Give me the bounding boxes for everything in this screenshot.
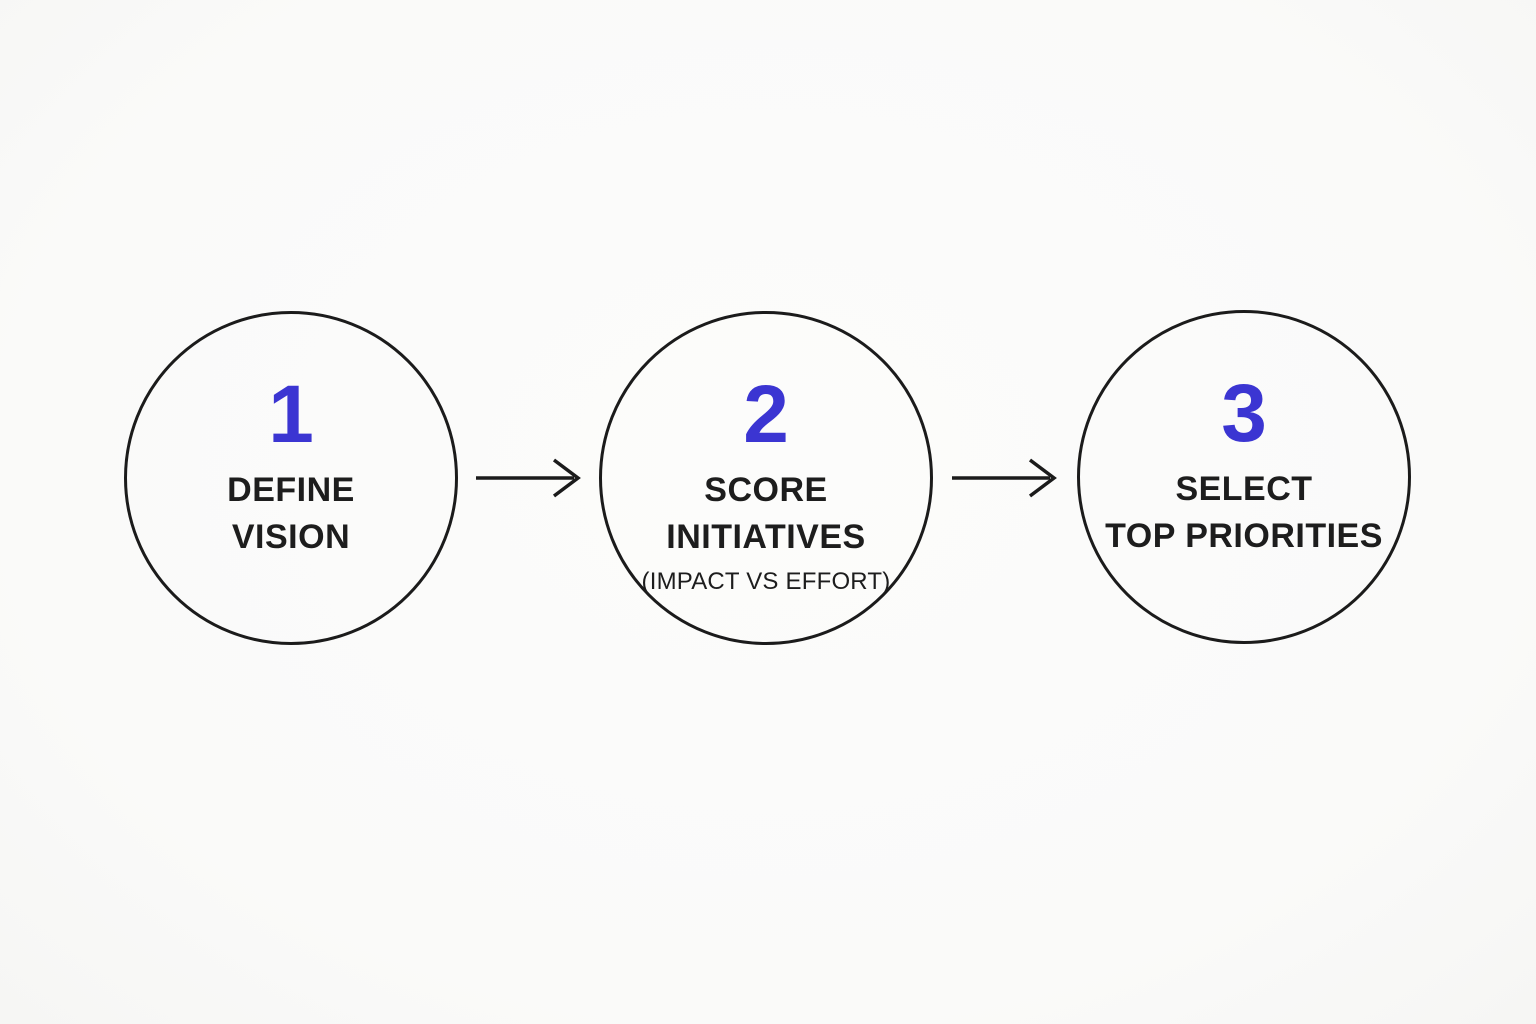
- step-3-label-line-2: TOP PRIORITIES: [1105, 516, 1383, 555]
- step-3-label: SELECT TOP PRIORITIES: [1056, 466, 1432, 560]
- step-2-sublabel: (IMPACT VS EFFORT): [641, 567, 891, 595]
- step-1-label: DEFINE VISION: [103, 467, 479, 561]
- arrow-right-icon: [952, 458, 1057, 498]
- step-2-label-line-2: INITIATIVES: [666, 517, 866, 556]
- arrow-right-icon: [476, 458, 581, 498]
- step-3-number: 3: [1221, 368, 1267, 459]
- step-circle-1: 1 DEFINE VISION: [124, 311, 458, 645]
- step-1-number: 1: [268, 369, 314, 460]
- step-circle-2: 2 SCORE INITIATIVES (IMPACT VS EFFORT): [599, 311, 933, 645]
- step-2-number: 2: [743, 369, 789, 460]
- step-2-label: SCORE INITIATIVES (IMPACT VS EFFORT): [578, 467, 954, 598]
- step-2-label-line-1: SCORE: [704, 471, 828, 509]
- step-3-label-line-1: SELECT: [1175, 470, 1313, 508]
- step-1-label-line-2: VISION: [231, 517, 351, 556]
- step-circle-3: 3 SELECT TOP PRIORITIES: [1077, 310, 1411, 644]
- step-1-label-line-1: DEFINE: [227, 471, 355, 509]
